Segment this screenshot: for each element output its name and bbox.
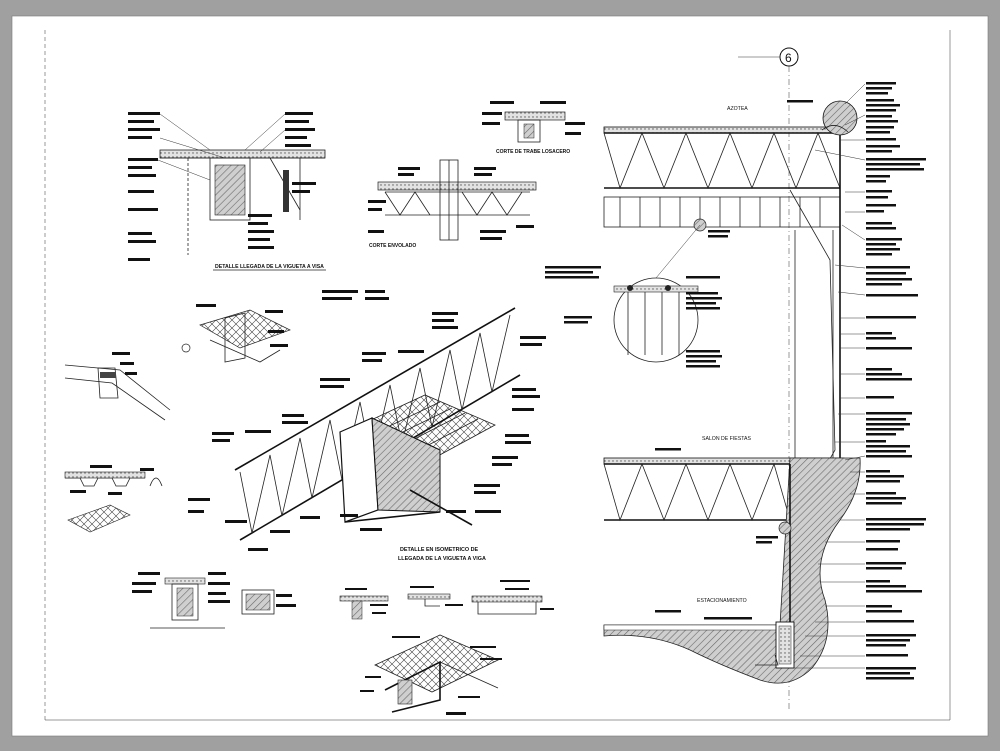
detail-iso-small xyxy=(181,290,389,363)
axis-number: 6 xyxy=(785,51,792,65)
detail-isometrico-large: DETALLE EN ISOMETRICO DE LLEGADA DE LA V… xyxy=(188,307,546,562)
level-azotea: AZOTEA xyxy=(727,106,748,112)
detail-bottom-sections xyxy=(132,572,296,629)
detail-iso-bottom xyxy=(360,634,502,715)
wall-section: 6 AZOTEA xyxy=(545,47,926,710)
detail-corte-trabe: CORTE DE TRABE LOSACERO CORTE ENVOLADO xyxy=(368,101,585,249)
detail-beam-joint xyxy=(64,352,171,421)
level-salon: SALON DE FIESTAS xyxy=(702,436,751,442)
isometrico-title-line1: DETALLE EN ISOMETRICO DE xyxy=(400,547,478,553)
level-estacionamiento: ESTACIONAMIENTO xyxy=(697,598,747,604)
detail-deck-profile xyxy=(64,465,163,533)
isometrico-title-line2: LLEGADA DE LA VIGUETA A VIGA xyxy=(398,556,486,562)
detail-llegada-title: DETALLE LLEGADA DE LA VIGUETA A VISA xyxy=(215,264,324,270)
detail-llegada-vigueta: DETALLE LLEGADA DE LA VIGUETA A VISA xyxy=(128,112,326,271)
corte-transversal-title: CORTE DE TRABE LOSACERO xyxy=(496,149,570,155)
detail-bottom-middle xyxy=(339,580,554,620)
corte-envolado-title: CORTE ENVOLADO xyxy=(369,243,416,249)
